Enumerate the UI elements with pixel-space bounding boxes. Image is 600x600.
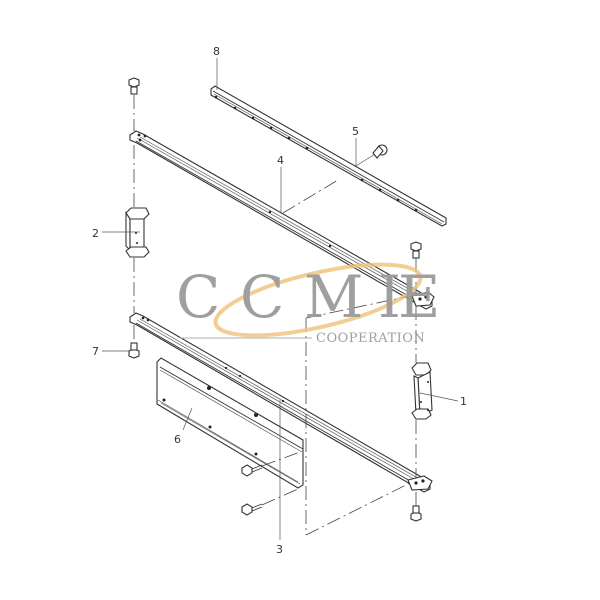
watermark-letter-c2: C	[240, 263, 292, 331]
callout-4: 4	[277, 154, 284, 167]
callout-1: 1	[460, 395, 467, 408]
right-bracket-part	[411, 362, 433, 420]
watermark-letter-c1: C	[176, 263, 228, 331]
watermark-letter-e: E	[398, 263, 448, 331]
watermark-letter-i: I	[378, 263, 409, 331]
callout-8: 8	[213, 45, 220, 58]
assembly-lines	[133, 95, 417, 536]
callout-7: 7	[92, 345, 99, 358]
callout-5: 5	[352, 125, 359, 138]
bolt-top-left	[128, 77, 140, 95]
watermark-swoosh	[213, 262, 423, 338]
bolt-lower-b	[241, 503, 263, 516]
cover-plate-part	[156, 357, 304, 489]
callout-6: 6	[174, 433, 181, 446]
callouts: 8 5 4 2 7 1 6 3	[92, 45, 467, 556]
bolt-lower-a	[241, 464, 263, 477]
callout-2: 2	[92, 227, 99, 240]
screw-5	[372, 144, 388, 159]
bolt-7	[128, 342, 140, 359]
watermark-letter-m: M	[304, 263, 371, 331]
bolt-right-upper	[410, 241, 422, 259]
callout-3: 3	[276, 543, 283, 556]
bolt-right-lower	[410, 505, 422, 522]
left-bracket-part	[125, 207, 150, 258]
watermark: C C M I E COOPERATION	[176, 262, 448, 346]
top-strip-part	[210, 85, 447, 227]
watermark-subtitle: COOPERATION	[316, 331, 425, 346]
